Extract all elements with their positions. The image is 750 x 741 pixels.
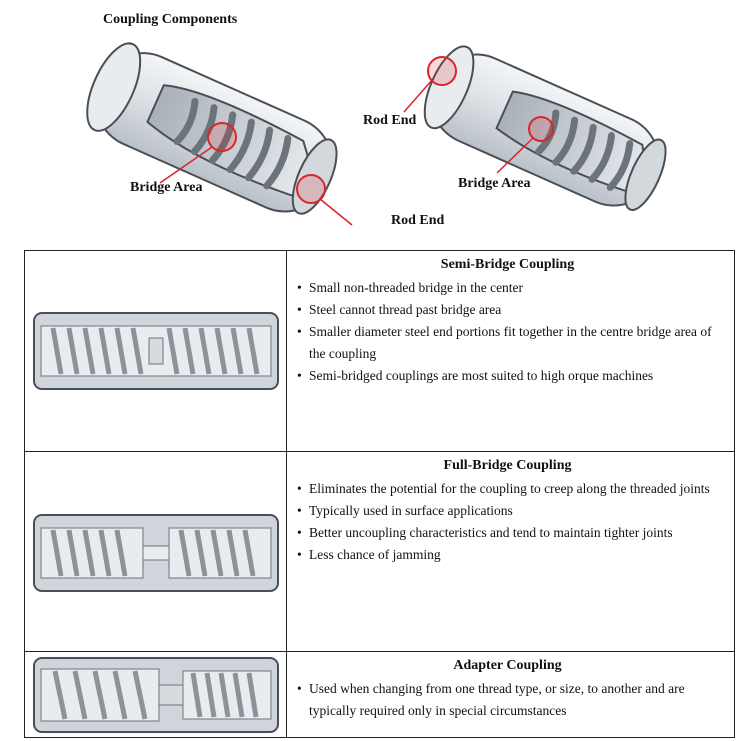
coupling-illustrations xyxy=(86,42,667,226)
adapter-diagram-cell xyxy=(25,652,287,737)
left-bridge-area-label: Bridge Area xyxy=(130,180,203,195)
coupling-components-figure: Coupling Components xyxy=(0,0,750,245)
right-coupling-cutaway xyxy=(423,45,667,211)
semi-bridge-diagram xyxy=(33,312,279,390)
semi-bridge-row: Semi-Bridge Coupling Small non-threaded … xyxy=(25,251,734,451)
bullet-item: Used when changing from one thread type,… xyxy=(293,678,722,722)
bullet-item: Eliminates the potential for the couplin… xyxy=(293,478,722,500)
right-bridge-area-label: Bridge Area xyxy=(458,176,531,191)
right-callouts xyxy=(403,56,554,174)
full-bridge-bullets: Eliminates the potential for the couplin… xyxy=(293,478,722,566)
left-coupling-cutaway xyxy=(86,42,338,215)
coupling-comparison-table: Semi-Bridge Coupling Small non-threaded … xyxy=(24,250,735,738)
adapter-diagram xyxy=(33,657,279,733)
adapter-bullets: Used when changing from one thread type,… xyxy=(293,678,722,722)
full-bridge-description: Full-Bridge Coupling Eliminates the pote… xyxy=(287,452,734,651)
bullet-item: Semi-bridged couplings are most suited t… xyxy=(293,365,722,387)
figure-title: Coupling Components xyxy=(103,12,238,27)
full-bridge-diagram xyxy=(33,514,279,592)
bullet-item: Steel cannot thread past bridge area xyxy=(293,299,722,321)
bullet-item: Small non-threaded bridge in the center xyxy=(293,277,722,299)
bullet-item: Less chance of jamming xyxy=(293,544,722,566)
semi-bridge-title: Semi-Bridge Coupling xyxy=(440,257,575,272)
bullet-item: Smaller diameter steel end portions fit … xyxy=(293,321,722,365)
semi-bridge-diagram-cell xyxy=(25,251,287,451)
semi-bridge-description: Semi-Bridge Coupling Small non-threaded … xyxy=(287,251,734,451)
right-rod-end-label: Rod End xyxy=(363,113,417,128)
full-bridge-diagram-cell xyxy=(25,452,287,651)
bullet-item: Better uncoupling characteristics and te… xyxy=(293,522,722,544)
semi-bridge-bullets: Small non-threaded bridge in the center … xyxy=(293,277,722,387)
bullet-item: Typically used in surface applications xyxy=(293,500,722,522)
left-rod-end-label: Rod End xyxy=(391,213,445,228)
left-callouts xyxy=(159,122,353,226)
adapter-row: Adapter Coupling Used when changing from… xyxy=(25,651,734,737)
adapter-title: Adapter Coupling xyxy=(453,658,562,673)
full-bridge-title: Full-Bridge Coupling xyxy=(443,458,572,473)
adapter-description: Adapter Coupling Used when changing from… xyxy=(287,652,734,737)
full-bridge-row: Full-Bridge Coupling Eliminates the pote… xyxy=(25,451,734,651)
